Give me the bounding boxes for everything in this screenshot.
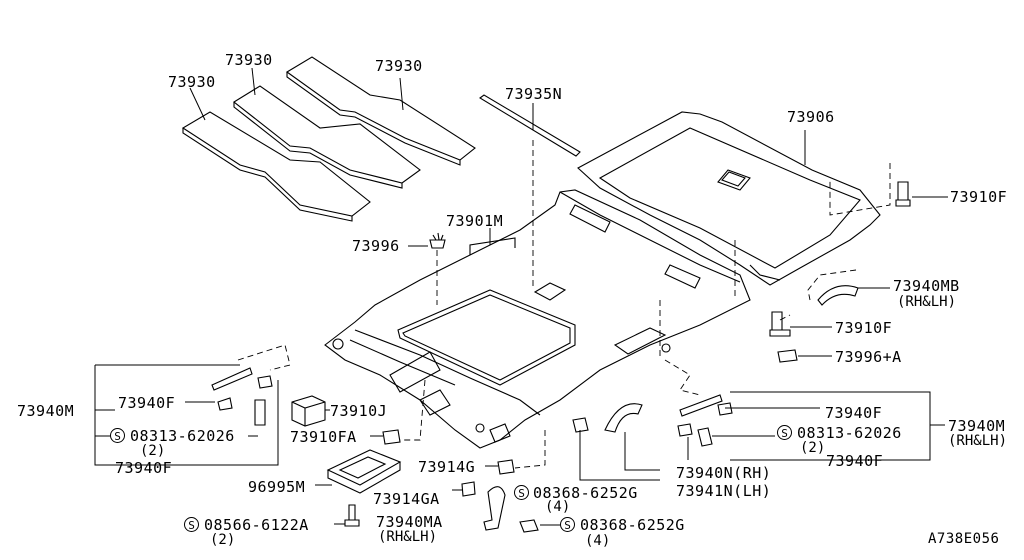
qty-08313-right: (2) <box>800 440 826 456</box>
label-73914GA: 73914GA <box>373 490 440 508</box>
diagram-code: A738E056 <box>928 531 1000 547</box>
screw-symbol-08368-b: S <box>560 517 575 532</box>
label-73930-middle: 73930 <box>225 51 273 69</box>
insulator-pad-rear <box>285 56 476 166</box>
strip-73935N <box>479 94 581 157</box>
label-73910FA: 73910FA <box>290 428 357 446</box>
label-08313-right: 08313-62026 <box>797 424 902 442</box>
clip-73996A <box>777 349 798 363</box>
insulator-pad-front <box>181 111 371 222</box>
screw-08368-bottom <box>519 519 539 533</box>
label-73901M: 73901M <box>446 212 504 230</box>
qty-08368-a: (4) <box>545 499 571 515</box>
label-73940F-left-2: 73940F <box>115 459 173 477</box>
label-08566: 08566-6122A <box>204 516 309 534</box>
label-73906: 73906 <box>787 108 835 126</box>
screw-symbol-left: S <box>110 428 125 443</box>
label-73940F-right-2: 73940F <box>826 452 884 470</box>
screw-08368-mid <box>572 417 589 433</box>
clip-73910F-top <box>895 181 911 207</box>
label-73940MB: 73940MB <box>893 277 960 295</box>
note-73940MB: (RH&LH) <box>897 294 957 310</box>
screw-symbol-right: S <box>777 425 792 440</box>
screw-symbol-08566: S <box>184 517 199 532</box>
label-96995M: 96995M <box>248 478 306 496</box>
insulator-pad-middle <box>233 85 421 189</box>
grab-handle-73940MB <box>817 285 859 306</box>
qty-08368-b: (4) <box>585 533 611 549</box>
label-08368-a: 08368-6252G <box>533 484 638 502</box>
label-73940F-left-1: 73940F <box>118 394 176 412</box>
label-08368-b: 08368-6252G <box>580 516 685 534</box>
label-73940F-right-1: 73940F <box>825 404 883 422</box>
label-73940N: 73940N(RH) <box>676 464 772 482</box>
label-73914G: 73914G <box>418 458 476 476</box>
label-73940MA: 73940MA <box>376 513 443 531</box>
handle-bracket-right <box>677 394 733 447</box>
label-73996: 73996 <box>352 237 400 255</box>
clip-73910FA <box>382 429 401 445</box>
dashed-lines <box>237 140 891 469</box>
clip-73996 <box>429 232 446 249</box>
clip-73914G <box>497 459 515 475</box>
label-73941N: 73941N(LH) <box>676 482 772 500</box>
label-73940M-left: 73940M <box>17 402 75 420</box>
lamp-96995M <box>326 449 402 494</box>
qty-08566: (2) <box>210 532 236 548</box>
label-73910F-mid: 73910F <box>835 319 893 337</box>
label-73910J: 73910J <box>330 402 388 420</box>
grab-handle-73940N <box>604 403 643 433</box>
clip-73910J <box>291 395 326 427</box>
label-73996A: 73996+A <box>835 348 902 366</box>
label-73930-rear: 73930 <box>375 57 423 75</box>
label-73930-front: 73930 <box>168 73 216 91</box>
grab-handle-73940MA <box>483 486 506 531</box>
leader-lines <box>94 67 948 526</box>
qty-08313-left: (2) <box>140 443 166 459</box>
headlining-upper <box>577 111 881 286</box>
note-73940MA: (RH&LH) <box>378 529 438 545</box>
screw-symbol-08368-a: S <box>514 485 529 500</box>
headlining-main <box>324 189 751 449</box>
note-73940M-right: (RH&LH) <box>948 433 1008 449</box>
clip-73910F-mid <box>769 311 791 337</box>
screw-08566 <box>344 504 360 527</box>
label-73940M-right: 73940M <box>948 417 1006 435</box>
clip-73914GA <box>461 481 476 497</box>
label-08313-left: 08313-62026 <box>130 427 235 445</box>
label-73910F-top: 73910F <box>950 188 1008 206</box>
label-73935N: 73935N <box>505 85 563 103</box>
handle-bracket-left <box>211 367 273 426</box>
